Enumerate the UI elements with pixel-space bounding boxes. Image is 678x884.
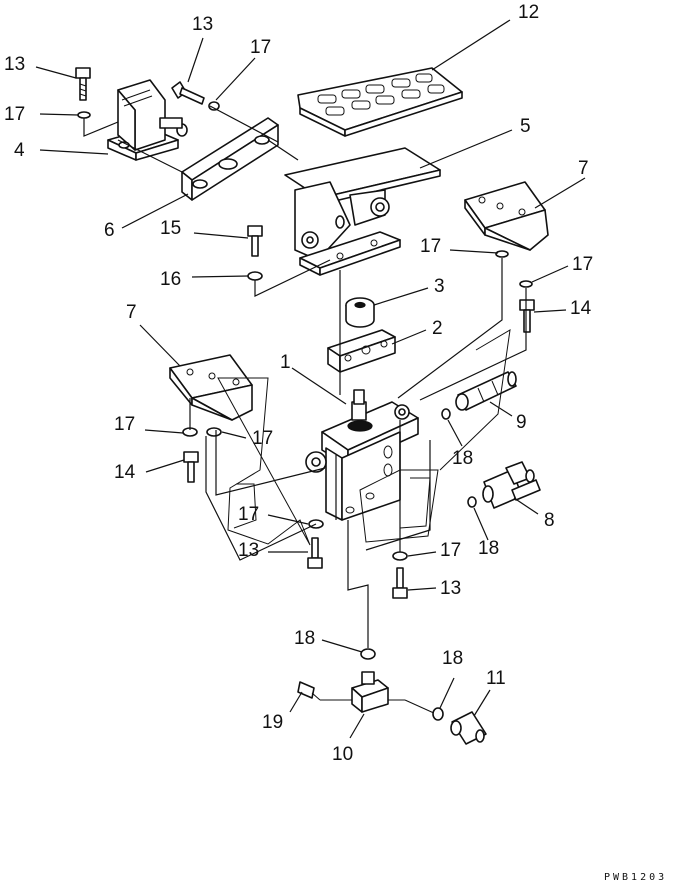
callout-18-a: 18 [452,448,473,469]
callout-leaders [35,19,586,739]
part-1-valve-body [305,389,419,521]
part-10-tee-block [320,671,437,715]
callout-18-b: 18 [478,538,499,559]
part-14-bolt-right [519,299,535,333]
part-13-bolt-mid [307,537,323,569]
part-3-spacer [345,297,375,328]
callout-1: 1 [280,352,291,373]
callout-17-left: 17 [4,104,25,125]
part-17-washer-top [208,101,220,111]
part-14-bolt-left [183,451,199,483]
callout-15: 15 [160,218,181,239]
callout-19: 19 [262,712,283,733]
callout-18-c: 18 [294,628,315,649]
callout-17-top: 17 [250,37,271,58]
callout-17-lower-a: 17 [114,414,135,435]
callout-13-top-left: 13 [4,54,25,75]
callout-14-left: 14 [114,462,136,483]
part-9-fitting [455,371,517,411]
part-17-washer-lower-b [206,427,222,437]
callout-5: 5 [520,116,531,137]
part-17-washer-right [519,280,533,288]
callout-14-right: 14 [570,298,592,319]
assembly-lines [83,105,527,648]
part-15-bolt [247,225,263,257]
drawing-code: PWB1203 [604,872,667,883]
part-13-bolt-bottom [392,567,408,599]
part-18-oring-a [441,408,451,420]
callout-6: 6 [104,220,115,241]
part-7-block-right [464,181,549,251]
part-4-bracket [107,79,188,161]
part-17-washer-bottom-right [392,551,408,561]
part-16-washer [247,271,263,281]
callout-7-left: 7 [126,302,137,323]
part-5-pedal-arm [284,147,441,276]
callout-10: 10 [332,744,353,765]
part-2-plate [327,329,396,373]
callout-7-right: 7 [578,158,589,179]
callout-3: 3 [434,276,445,297]
callout-11: 11 [486,668,506,689]
part-12-pedal-pad [297,67,463,137]
part-17-washer-mid [495,250,509,258]
callout-18-d: 18 [442,648,463,669]
part-17-washer-top-left [77,111,91,119]
part-8-elbow [482,461,541,509]
callout-4: 4 [14,140,25,161]
callout-16: 16 [160,269,181,290]
part-11-nipple [450,711,487,745]
callout-13-bottom: 13 [440,578,461,599]
phantom-frame-outline [217,329,511,546]
callout-17-right: 17 [572,254,593,275]
callout-17-lower-b: 17 [252,428,273,449]
callout-labels: 13 17 4 13 17 12 5 6 7 15 17 16 17 3 14 … [4,2,593,765]
callout-12: 12 [518,2,539,23]
callout-17-bottom-left: 17 [238,504,259,525]
callout-2: 2 [432,318,443,339]
part-19-plug [297,681,321,701]
callout-17-bottom-right: 17 [440,540,461,561]
callout-13-mid: 13 [238,540,259,561]
part-6-plate [181,117,279,201]
part-18-oring-d [432,707,444,721]
part-13-bolt-top-left [75,67,91,101]
callout-13-top: 13 [192,14,213,35]
part-18-oring-c [360,648,376,660]
callout-17-mid: 17 [420,236,441,257]
callout-9: 9 [516,412,527,433]
part-13-bolt-top [171,81,205,105]
part-7-block-left [169,354,253,421]
part-18-oring-b [467,496,477,508]
callout-8: 8 [544,510,555,531]
